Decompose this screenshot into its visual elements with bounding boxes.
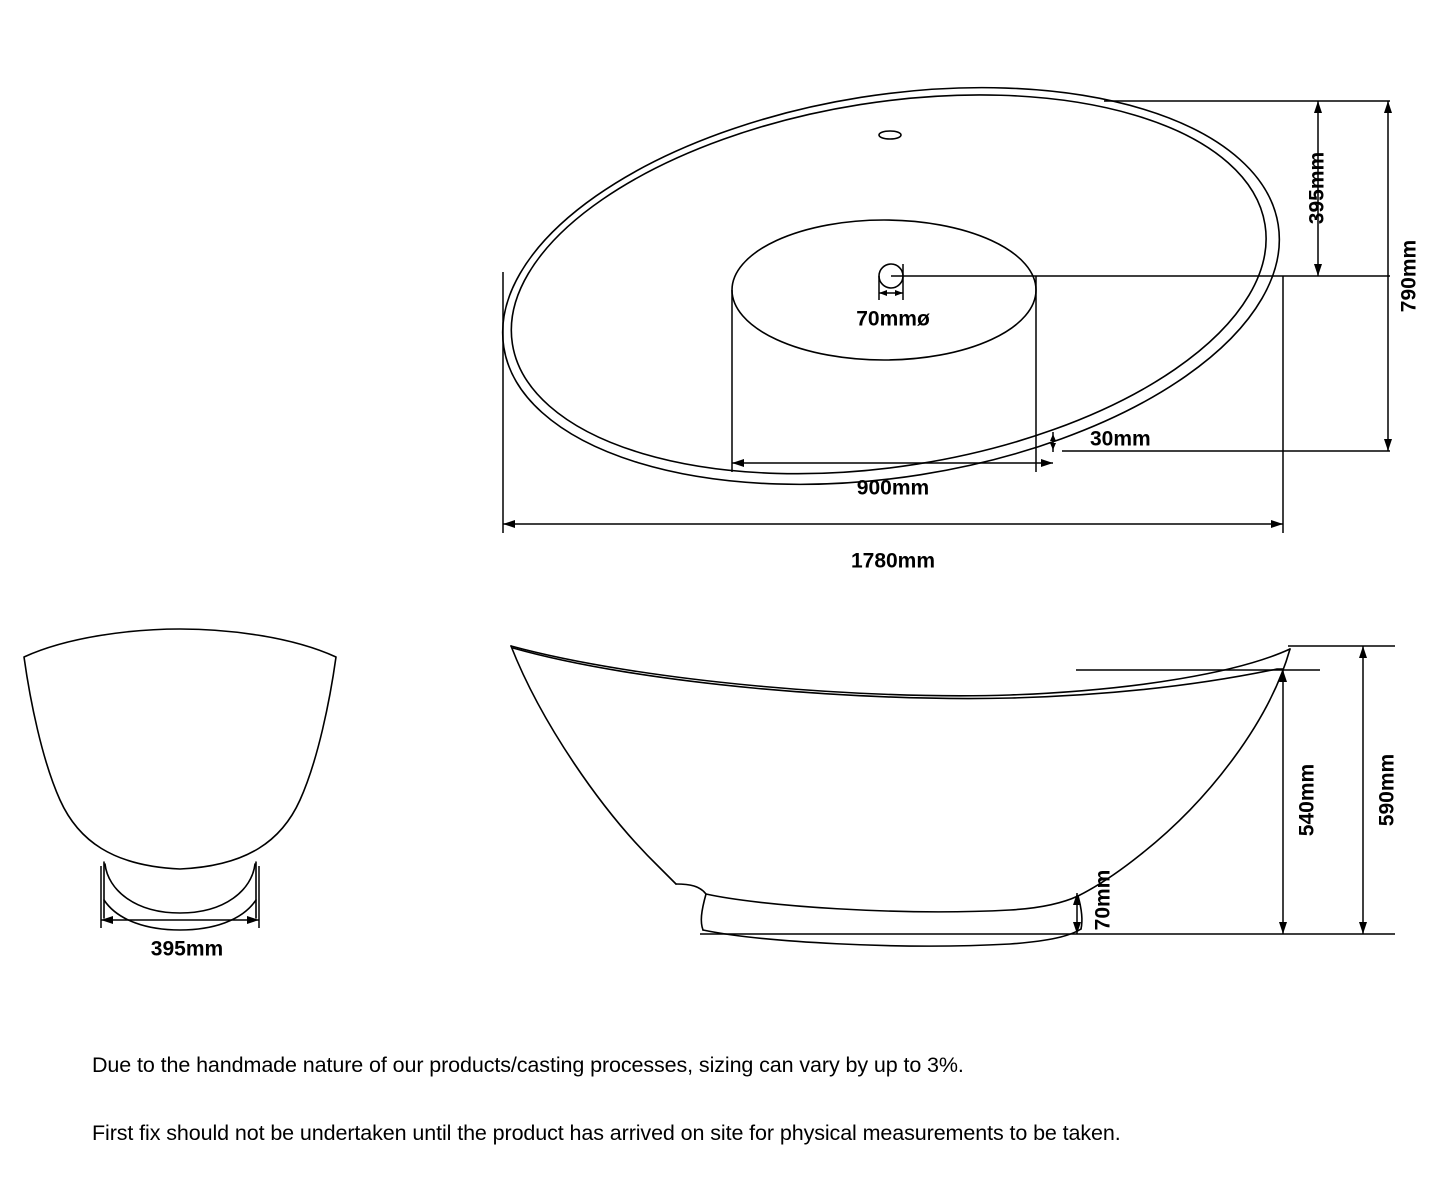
side-view-plinth-left-edge [700,893,707,931]
technical-drawing-canvas: 70mmø 395mm 790mm [23,86,1421,961]
side-view-body-right [1077,648,1291,897]
tub-rim-inner-ellipse [510,94,1267,475]
side-view: 70mm 540mm 590mm [510,645,1399,947]
dim-overall-width: 790mm [1062,101,1421,452]
dim-overall-height: 590mm [1288,645,1399,934]
dim-label-rim-height: 540mm [1296,764,1319,836]
dim-label-overall-length: 1780mm [851,550,935,573]
top-view: 70mmø 395mm 790mm [501,86,1421,573]
overflow-slot-icon [878,130,902,140]
tub-rim-outer-ellipse [501,86,1281,486]
side-view-plinth-base [702,928,1082,947]
dim-overall-length: 1780mm [502,272,1284,573]
dim-label-base-length: 900mm [857,477,929,500]
dim-plinth-height: 70mm [1073,870,1115,934]
side-view-plinth-top [675,883,1079,913]
dim-half-width: 395mm [891,100,1390,277]
dim-label-half-width: 395mm [1306,152,1329,224]
drawing-sheet: 70mmø 395mm 790mm [23,86,1421,1145]
note-line-1: Due to the handmade nature of our produc… [92,1053,964,1077]
dim-waste-diameter: 70mmø [856,264,930,331]
note-line-2: First fix should not be undertaken until… [92,1121,1121,1145]
dim-rim-height: 540mm [1076,669,1320,934]
tub-base-ellipse [731,219,1037,361]
dim-label-waste-diameter: 70mmø [856,308,930,331]
dim-label-plinth-height: 70mm [1092,870,1115,931]
side-view-rim-outer [510,645,1291,697]
side-view-body-left [510,645,677,885]
side-view-rim-inner [512,647,1284,700]
end-view-plinth-outline [104,863,256,914]
dim-rim-thickness: 30mm [1050,428,1151,452]
dim-label-end-base-width: 395mm [151,938,223,961]
dim-base-length: 900mm [731,276,1053,500]
dim-label-overall-height: 590mm [1376,754,1399,826]
end-view-plinth-base-arc [103,899,257,931]
dim-label-overall-width: 790mm [1398,240,1421,312]
dim-end-base-width: 395mm [100,866,260,961]
dim-label-rim-thickness: 30mm [1090,428,1151,451]
end-view: 395mm [23,628,337,961]
end-view-body-outline [23,628,337,870]
disclaimer-notes: Due to the handmade nature of our produc… [92,1014,1342,1184]
